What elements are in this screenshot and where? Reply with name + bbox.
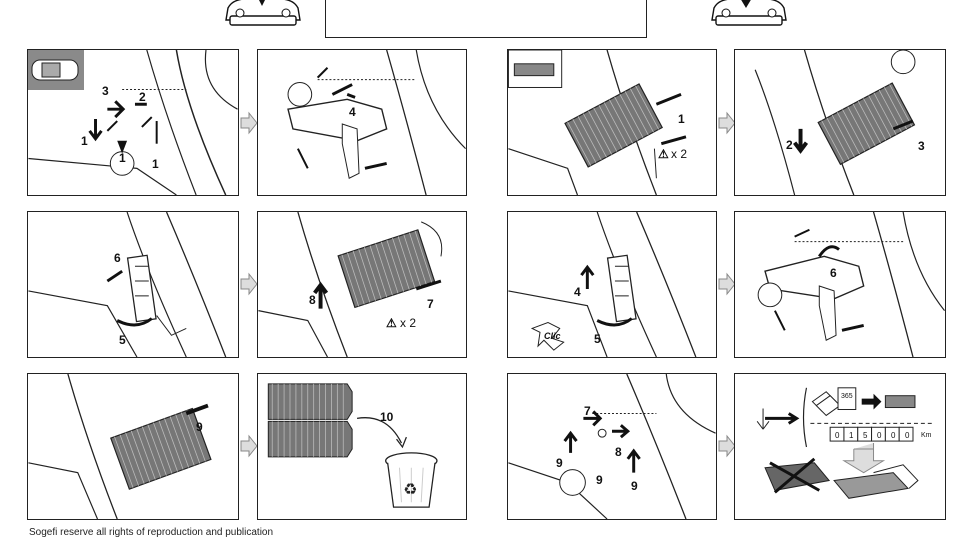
step-number: 3 [102, 84, 109, 98]
step-number: 2 [786, 138, 793, 152]
step-panel-12: 365 0 1 5 0 0 0 Km [734, 373, 946, 520]
odometer-digit: 0 [835, 431, 840, 440]
odometer-digit: 5 [863, 431, 868, 440]
car-front-icon [225, 0, 301, 26]
step-panel-4: 2 3 [734, 49, 946, 196]
step-number: 9 [596, 473, 603, 487]
step-panel-10: ♻ 10 [257, 373, 467, 520]
quantity-label: x 2 [400, 316, 417, 330]
odometer-digit: 0 [905, 431, 910, 440]
step-panel-1: 3 2 1 1 1 [27, 49, 239, 196]
next-step-arrow-icon [240, 111, 258, 135]
step-number: 5 [119, 333, 126, 347]
step-number: 7 [584, 404, 591, 418]
header-box [325, 0, 647, 38]
step-panel-11: 7 8 9 9 9 [507, 373, 717, 520]
next-step-arrow-icon [240, 434, 258, 458]
click-sound-label: Clic [544, 331, 561, 341]
step-number: 8 [615, 445, 622, 459]
car-interior-pictogram [28, 50, 84, 90]
step-panel-6: 8 7 ⚠ x 2 [257, 211, 467, 358]
next-step-arrow-icon [240, 272, 258, 296]
next-step-arrow-icon [718, 111, 736, 135]
car-front-icon [711, 0, 787, 26]
odometer-digit: 1 [849, 431, 854, 440]
step-number: 1 [119, 151, 126, 165]
step-number: 4 [574, 285, 581, 299]
step-number: 1 [152, 157, 159, 171]
step-panel-2: 4 [257, 49, 467, 196]
warning-icon: ⚠ [386, 316, 397, 330]
step-panel-7: 4 5 Clic [507, 211, 717, 358]
step-number: 6 [830, 266, 837, 280]
odometer-digit: 0 [877, 431, 882, 440]
step-number: 10 [380, 410, 394, 424]
step-number: 9 [556, 456, 563, 470]
svg-text:♻: ♻ [403, 479, 417, 498]
step-panel-5: 6 5 [27, 211, 239, 358]
step-number: 3 [918, 139, 925, 153]
step-panel-9: 9 [27, 373, 239, 520]
step-number: 9 [631, 479, 638, 493]
step-number: 1 [678, 112, 685, 126]
step-number: 2 [139, 90, 146, 104]
step-number: 9 [196, 420, 203, 434]
step-number: 8 [309, 293, 316, 307]
copyright-footer: Sogefi reserve all rights of reproductio… [29, 527, 274, 538]
calendar-days-label: 365 [841, 393, 853, 400]
odometer-digit: 0 [891, 431, 896, 440]
step-number: 7 [427, 297, 434, 311]
next-step-arrow-icon [718, 272, 736, 296]
step-panel-8: 6 [734, 211, 946, 358]
quantity-label: x 2 [671, 147, 688, 161]
odometer-unit: Km [921, 432, 932, 439]
step-number: 1 [81, 134, 88, 148]
step-number: 5 [594, 332, 601, 346]
warning-icon: ⚠ [658, 147, 669, 161]
step-panel-3: 1 ⚠ x 2 [507, 49, 717, 196]
next-step-arrow-icon [718, 434, 736, 458]
step-number: 4 [349, 105, 356, 119]
step-number: 6 [114, 251, 121, 265]
